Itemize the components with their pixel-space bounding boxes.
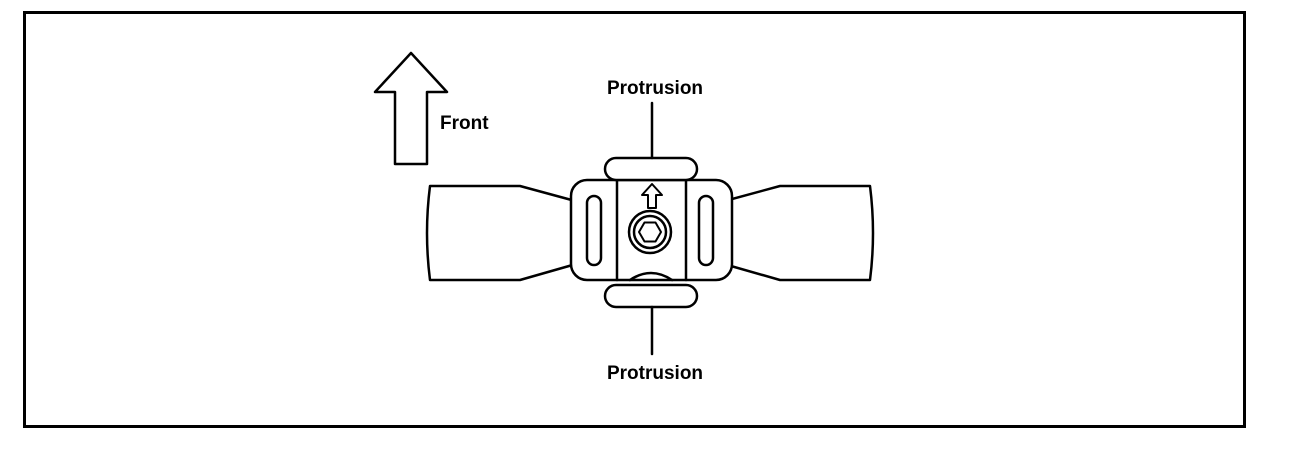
- protrusion-label-top: Protrusion: [607, 78, 703, 99]
- bottom-protrusion: [603, 283, 699, 309]
- hex-bolt-head: [638, 221, 662, 243]
- buckle-center-frame: [615, 179, 688, 282]
- front-label: Front: [440, 113, 489, 134]
- direction-arrow-icon: [641, 183, 663, 209]
- right-belt-strap: [708, 184, 875, 282]
- front-arrow-icon: [373, 51, 449, 166]
- left-webbing-slot: [585, 194, 603, 267]
- protrusion-label-bottom: Protrusion: [607, 363, 703, 384]
- bottom-notch: [628, 271, 674, 282]
- top-protrusion: [603, 156, 699, 182]
- right-webbing-slot: [697, 194, 715, 267]
- left-belt-strap: [425, 184, 592, 282]
